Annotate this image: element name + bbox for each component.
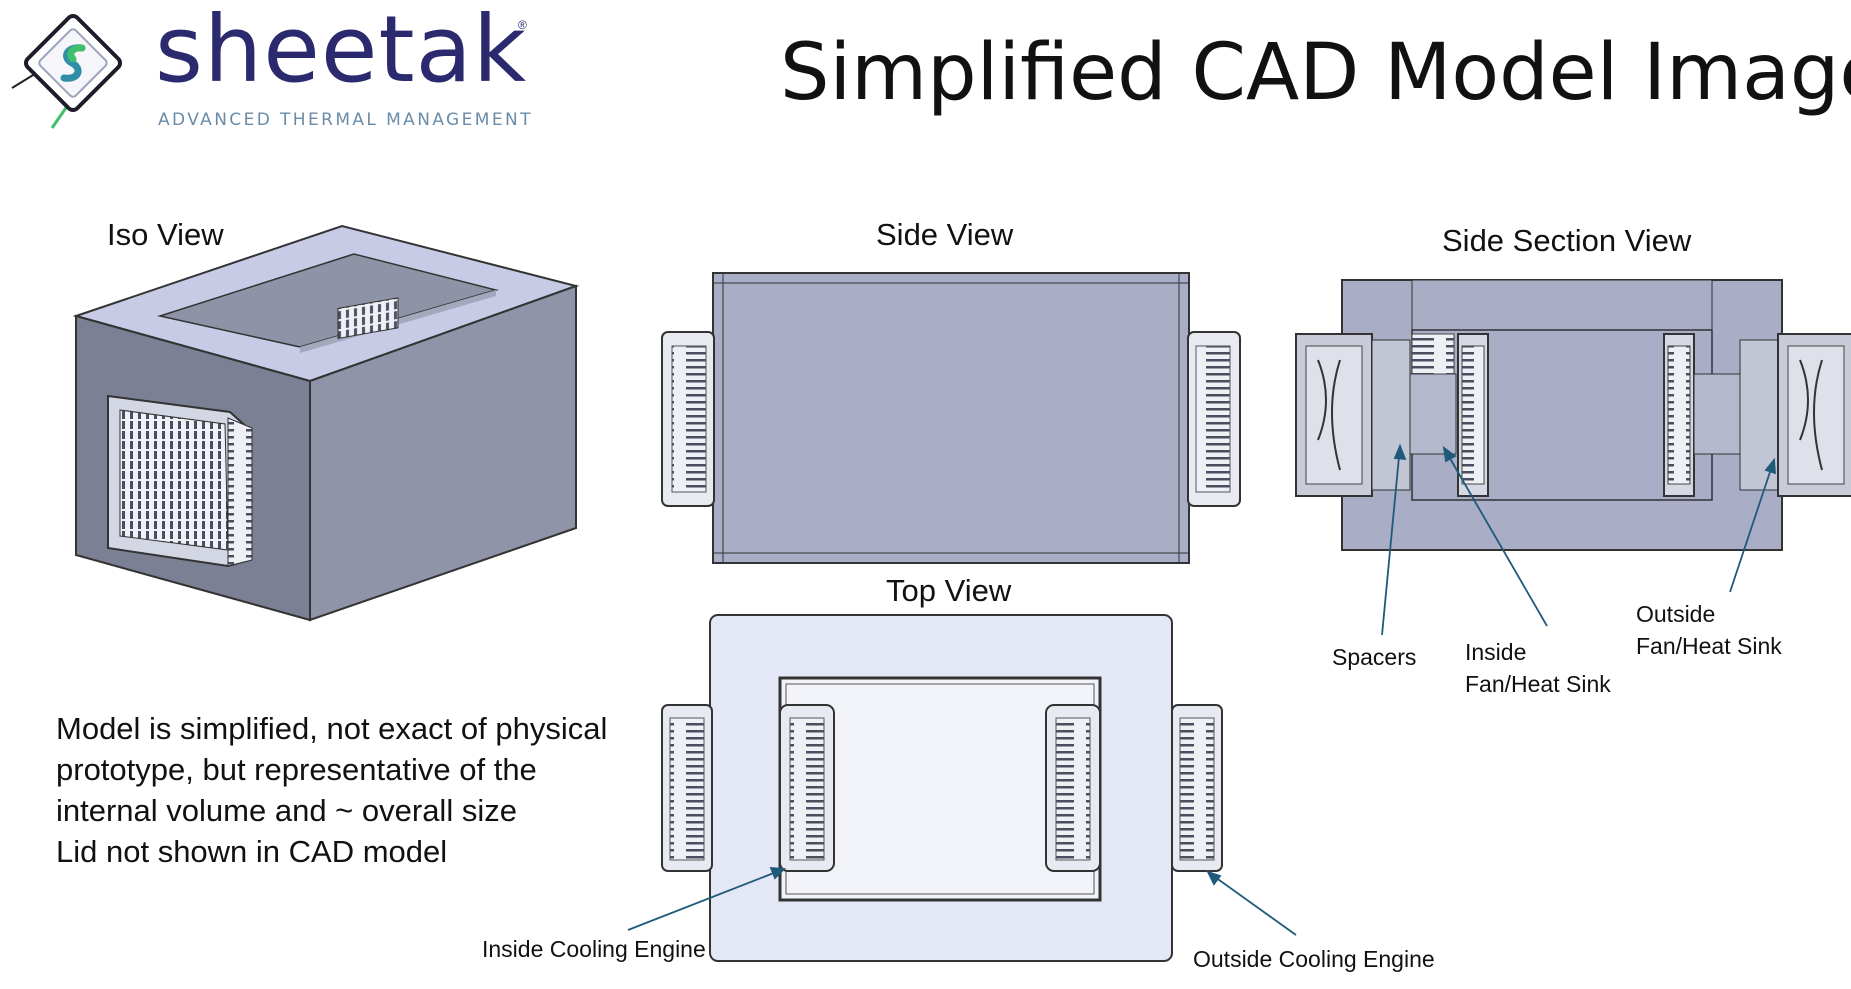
- logo-diamond-icon: [11, 13, 123, 129]
- top-view-drawing: [661, 614, 1223, 962]
- sheetak-logo: [11, 13, 123, 129]
- side-view-label: Side View: [876, 217, 1014, 252]
- top-view-label: Top View: [886, 573, 1012, 608]
- side-view-drawing: [661, 272, 1241, 564]
- brand-name: sheetak: [155, 0, 528, 103]
- brand-tagline: ADVANCED THERMAL MANAGEMENT: [158, 110, 533, 130]
- model-note: Model is simplified, not exact of physic…: [56, 708, 607, 872]
- outside-fan-callout-line2: Fan/Heat Sink: [1636, 633, 1782, 659]
- callout-leader-lines: [627, 443, 1777, 936]
- inside-cooling-engine-callout: Inside Cooling Engine: [482, 936, 706, 962]
- side-section-view-label: Side Section View: [1442, 223, 1692, 258]
- outside-cooling-engine-callout: Outside Cooling Engine: [1193, 946, 1435, 972]
- note-line-1: Model is simplified, not exact of physic…: [56, 711, 608, 746]
- inside-fan-callout-line2: Fan/Heat Sink: [1465, 671, 1611, 697]
- note-line-2: prototype, but representative of the: [56, 752, 537, 787]
- note-line-4: Lid not shown in CAD model: [56, 834, 448, 869]
- outside-fan-callout-line1: Outside: [1636, 601, 1716, 627]
- inside-fan-callout-line1: Inside: [1465, 639, 1527, 665]
- spacers-callout: Spacers: [1332, 644, 1417, 670]
- iso-view-label: Iso View: [107, 217, 224, 252]
- brand-registered-mark: ®: [518, 18, 527, 32]
- iso-view-drawing: [72, 224, 580, 622]
- page-title: Simplified CAD Model Images: [780, 28, 1851, 118]
- note-line-3: internal volume and ~ overall size: [56, 793, 517, 828]
- side-section-view-drawing: [1295, 279, 1851, 551]
